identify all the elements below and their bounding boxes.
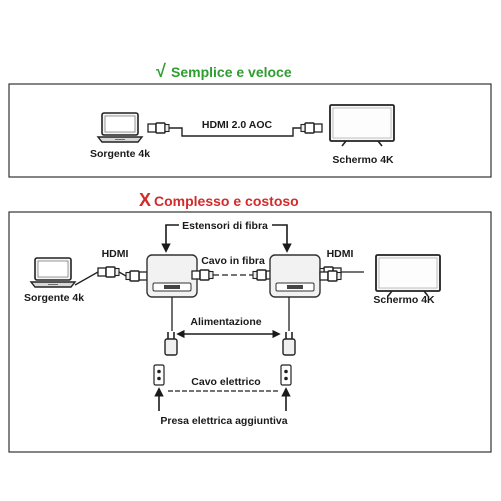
simple-screen-label: Schermo 4K (332, 154, 394, 166)
hdmi-plug-icon (319, 270, 342, 282)
complex-source-label: Sorgente 4k (24, 292, 84, 304)
simple-source-label: Sorgente 4k (90, 148, 150, 160)
power-adapter-icon (164, 331, 178, 356)
aoc-cable-label: HDMI 2.0 AOC (202, 119, 273, 131)
hdmi-plug-icon (300, 122, 323, 134)
complex-title: Complesso e costoso (154, 193, 299, 209)
aoc-cable (169, 127, 301, 137)
hdmi-right-label: HDMI (327, 248, 354, 260)
hdmi-plug-icon (147, 122, 170, 134)
fiber-cable-label: Cavo in fibra (201, 255, 265, 267)
tv-icon (375, 254, 441, 297)
extender-arrow-right (272, 224, 292, 253)
electric-cable-label: Cavo elettrico (191, 376, 260, 388)
hdmi-left-cable-mid (118, 271, 127, 277)
simple-frame (8, 83, 492, 178)
fiber-extender-left (146, 254, 198, 298)
laptop-icon (30, 257, 76, 288)
hdmi-plug-icon (97, 266, 120, 278)
power-adapter-icon (282, 331, 296, 356)
tv-icon (329, 104, 395, 147)
simple-title: Semplice e veloce (171, 64, 292, 80)
extender-arrow-left (161, 224, 179, 253)
simple-section: √ Semplice e veloce Sorgente 4k HDMI 2.0… (8, 61, 492, 178)
extra-outlet-label: Presa elettrica aggiuntiva (160, 415, 287, 427)
complex-cross-icon: X (139, 190, 151, 210)
extenders-label: Estensori di fibra (182, 220, 268, 232)
complex-frame (8, 211, 492, 453)
simple-check-icon: √ (156, 61, 166, 81)
fiber-extender-right (269, 254, 321, 298)
fiber-plug-icon (191, 269, 214, 281)
complex-screen-label: Schermo 4K (373, 294, 435, 306)
laptop-icon (97, 112, 143, 143)
hdmi-left-cable (74, 271, 99, 286)
hdmi-left-label: HDMI (102, 248, 129, 260)
complex-section: X Complesso e costoso Estensori di fibra… (8, 190, 492, 453)
hdmi-plug-icon (125, 270, 148, 282)
wall-outlet-icon (280, 364, 292, 386)
power-label: Alimentazione (190, 316, 261, 328)
wall-outlet-icon (153, 364, 165, 386)
